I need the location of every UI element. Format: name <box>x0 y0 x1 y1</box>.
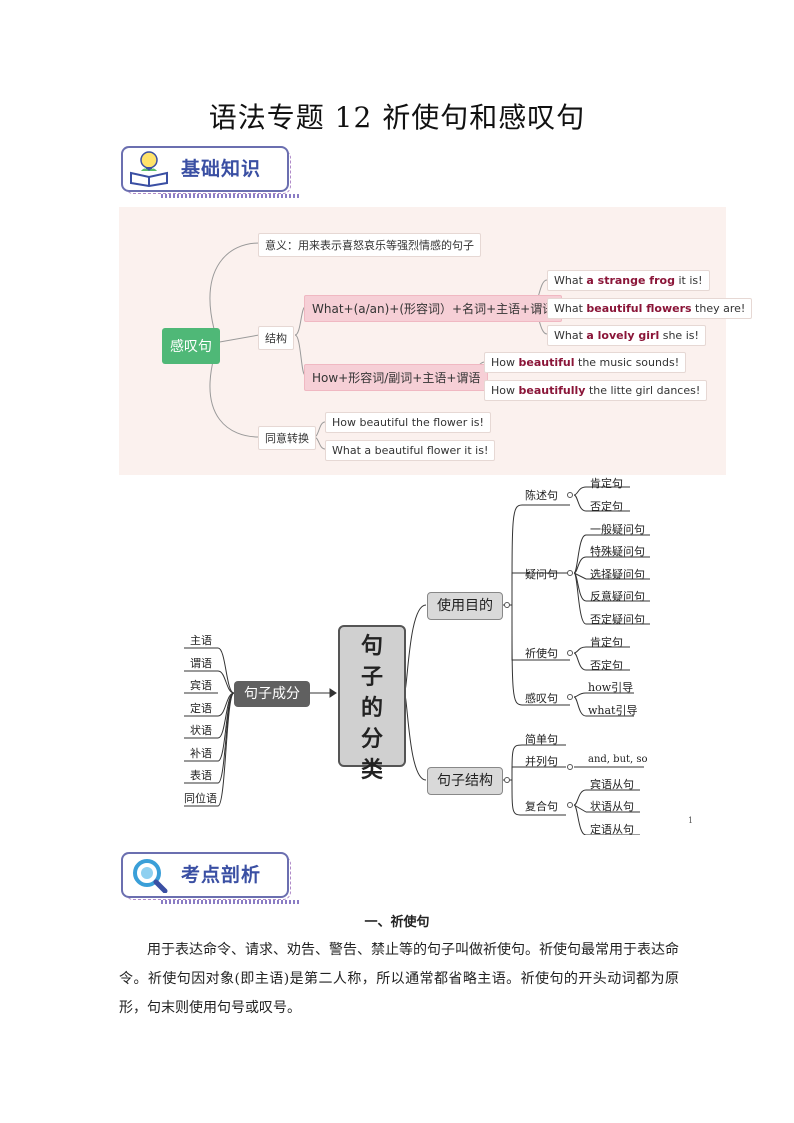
synonym-example-1: How beautiful the flower is! <box>325 412 491 433</box>
exclamatory-mindmap: 感叹句 意义：用来表示喜怒哀乐等强烈情感的句子 结构 What+(a/an)+(… <box>119 207 753 475</box>
complex-child: 状语从句 <box>590 800 634 813</box>
meaning-node: 意义：用来表示喜怒哀乐等强烈情感的句子 <box>258 233 481 257</box>
section-title-basics: 基础知识 <box>181 158 262 180</box>
complex-sentence-label: 复合句 <box>525 800 558 813</box>
magnifier-icon <box>133 859 168 893</box>
section-title-analysis: 考点剖析 <box>181 864 262 886</box>
synonym-example-2: What a beautiful flower it is! <box>325 440 496 461</box>
interrogative-child: 一般疑问句 <box>590 523 645 536</box>
component-item: 谓语 <box>190 657 212 670</box>
component-item: 状语 <box>190 724 212 737</box>
what-example-1: What a strange frog it is! <box>547 270 710 291</box>
component-item: 主语 <box>190 634 212 647</box>
section-banner-basics: 基础知识 <box>121 146 301 198</box>
component-item: 定语 <box>190 702 212 715</box>
section-banner-analysis: 考点剖析 <box>121 852 301 904</box>
imperative-label: 祈使句 <box>525 647 558 660</box>
how-example-2: How beautifully the litte girl dances! <box>484 380 708 401</box>
interrogative-child: 否定疑问句 <box>590 613 645 626</box>
exclamatory-child: how引导 <box>588 681 634 694</box>
complex-child: 定语从句 <box>590 823 634 836</box>
structure-node: 结构 <box>258 326 294 350</box>
how-example-1: How beautiful the music sounds! <box>484 352 687 373</box>
interrogative-child: 反意疑问句 <box>590 590 645 603</box>
how-structure-node: How+形容词/副词+主语+谓语 <box>304 364 489 391</box>
interrogative-child: 特殊疑问句 <box>590 545 645 558</box>
what-structure-node: What+(a/an)+(形容词）+名词+主语+谓语 <box>304 295 563 322</box>
imperative-child: 肯定句 <box>590 636 623 649</box>
mindmap2-connectors <box>184 486 650 835</box>
synonym-node: 同意转换 <box>258 426 316 450</box>
component-item: 同位语 <box>184 792 217 805</box>
declarative-child: 肯定句 <box>590 477 623 490</box>
page-title: 语法专题 12 祈使句和感叹句 <box>208 101 586 134</box>
component-item: 表语 <box>190 769 212 782</box>
compound-sentence-label: 并列句 <box>525 755 558 768</box>
figure-page-number: 1 <box>688 816 694 825</box>
simple-sentence-label: 简单句 <box>525 733 558 746</box>
section-heading: 一、祈使句 <box>364 915 430 930</box>
declarative-label: 陈述句 <box>525 489 558 502</box>
conjunctions-node: and, but, so <box>588 754 648 765</box>
interrogative-child: 选择疑问句 <box>590 568 645 581</box>
complex-child: 宾语从句 <box>590 778 634 791</box>
interrogative-label: 疑问句 <box>525 568 558 581</box>
sentence-classification-mindmap: 主语 谓语 宾语 定语 状语 补语 表语 同位语 句子成分 句子的分类 使用目的… <box>170 475 700 836</box>
exclamatory-label: 感叹句 <box>525 692 558 705</box>
exclamatory-root-node: 感叹句 <box>162 328 220 364</box>
exclamatory-child: what引导 <box>588 704 638 717</box>
component-item: 宾语 <box>190 679 212 692</box>
declarative-child: 否定句 <box>590 500 623 513</box>
sentence-classification-center: 句子的分类 <box>338 625 406 783</box>
imperative-child: 否定句 <box>590 659 623 672</box>
book-lightbulb-icon <box>130 151 168 187</box>
sentence-components-box: 句子成分 <box>234 681 310 707</box>
body-paragraph: 用于表达命令、请求、劝告、警告、禁止等的句子叫做祈使句。祈使句最常用于表达命令。… <box>119 942 679 1016</box>
what-example-2: What beautiful flowers they are! <box>547 298 753 319</box>
usage-purpose-box: 使用目的 <box>427 592 503 620</box>
sentence-structure-box: 句子结构 <box>427 767 503 795</box>
what-example-3: What a lovely girl she is! <box>547 325 706 346</box>
component-item: 补语 <box>190 747 212 760</box>
